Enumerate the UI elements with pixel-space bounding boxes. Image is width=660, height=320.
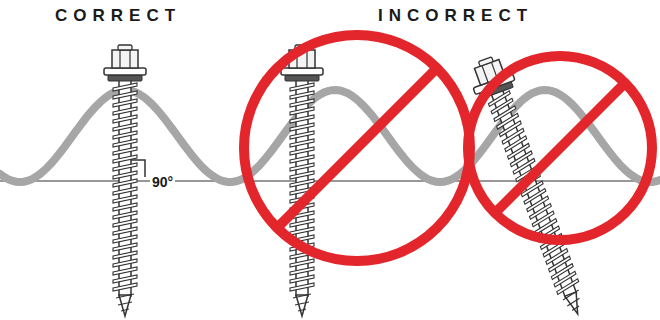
screw-correct xyxy=(104,45,146,316)
angle-label: 90° xyxy=(150,174,175,190)
heading: INCORRECT xyxy=(378,6,533,26)
prohibition-sign xyxy=(468,56,652,240)
prohibition-sign xyxy=(244,35,470,261)
heading: CORRECT xyxy=(55,6,181,26)
screw-off-crest xyxy=(281,45,323,316)
